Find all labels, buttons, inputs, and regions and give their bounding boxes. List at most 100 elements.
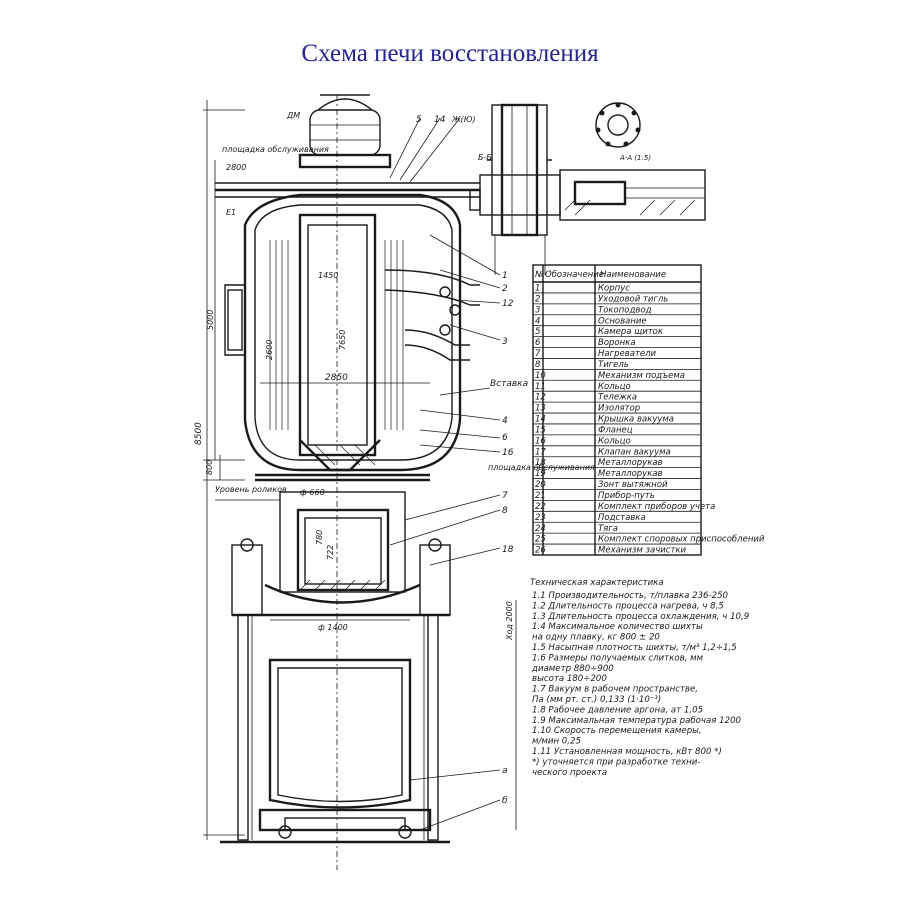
spec-line: Па (мм рт. ст.) 0,133 (1·10⁻³)	[532, 695, 661, 705]
section-bb: Б-Б	[469, 103, 561, 275]
table-cell-name: Крышка вакуума	[598, 415, 674, 425]
dim-780: 780	[315, 530, 324, 545]
spec-line: 1.2 Длительность процесса нагрева, ч 8,5	[532, 601, 724, 611]
spec-line: ческого проекта	[532, 768, 607, 778]
table-cell-name: Кольцо	[598, 382, 631, 392]
dimension-lines: 8500 800 5000 2600	[194, 100, 274, 840]
spec-line: диаметр 880÷900	[531, 664, 614, 674]
section-aa: А-А (1:5)	[559, 102, 706, 221]
table-cell-no: 1	[535, 284, 540, 294]
table-cell-no: 12	[535, 393, 546, 403]
spec-lines: 1.1 Производительность, т/плавка 236-250…	[531, 591, 749, 778]
table-cell-no: 10	[535, 371, 546, 381]
label-insert: Вставка	[490, 379, 528, 389]
crucible-chamber: ф 660 722 780 Уровень роликов 7 8 18	[215, 473, 514, 604]
table-cell-no: 16	[535, 436, 546, 446]
table-cell-no: 21	[535, 491, 546, 501]
label-service-platform-top: площадка обслуживания	[222, 145, 329, 154]
table-cell-no: 13	[535, 404, 546, 414]
callout-a: а	[502, 766, 508, 776]
callout-18: 18	[502, 545, 514, 555]
table-cell-name: Прибор-путь	[598, 491, 655, 501]
spec-line: *) уточняется при разработке техни-	[532, 757, 700, 767]
spec-line: на одну плавку, кг 800 ± 20	[532, 633, 660, 643]
table-cell-no: 5	[535, 327, 540, 337]
table-cell-name: Основание	[598, 316, 647, 326]
callout-12: 12	[502, 299, 514, 309]
table-cell-no: 26	[535, 546, 546, 556]
table-cell-name: Клапан вакуума	[598, 447, 671, 457]
callout-16: 16	[502, 448, 514, 458]
table-cell-name: Камера щиток	[598, 327, 664, 337]
callout-6: 6	[502, 433, 508, 443]
table-cell-no: 7	[535, 349, 541, 359]
callout-4: 4	[502, 416, 508, 426]
label-stroke-2000: Ход 2000	[505, 601, 514, 641]
dim-8500: 8500	[194, 422, 204, 445]
table-header-no: №	[534, 270, 544, 280]
callout-14: 14	[434, 115, 446, 125]
callout-2: 2	[502, 284, 508, 294]
dim-800: 800	[205, 460, 214, 475]
callout-8: 8	[502, 506, 508, 516]
spec-line: высота 180÷200	[532, 674, 607, 684]
table-cell-name: Механизм подъема	[598, 371, 685, 381]
label-e1: E1	[226, 208, 236, 217]
label-2800: 2800	[226, 163, 246, 172]
table-cell-no: 23	[535, 513, 546, 523]
table-cell-name: Металлорукав	[598, 469, 663, 479]
table-cell-no: 17	[535, 447, 546, 457]
table-cell-name: Тигель	[598, 360, 629, 370]
table-cell-name: Механизм зачистки	[598, 546, 687, 556]
dim-1450: 1450	[318, 271, 338, 280]
table-cell-no: 24	[535, 524, 546, 534]
table-cell-name: Тележка	[598, 393, 637, 403]
label-section-bb: Б-Б	[478, 153, 492, 162]
main-vessel: 1450 7650 2850	[224, 95, 480, 870]
table-cell-name: Тяга	[598, 524, 618, 534]
dim-722: 722	[326, 545, 335, 560]
table-cell-no: 18	[535, 458, 546, 468]
table-cell-no: 6	[535, 338, 541, 348]
table-cell-no: 19	[535, 469, 546, 479]
table-cell-name: Токоподвод	[598, 305, 652, 315]
table-cell-no: 11	[535, 382, 546, 392]
table-cell-name: Воронка	[598, 338, 636, 348]
table-cell-name: Уходовой тигль	[598, 294, 668, 304]
callout-3: 3	[502, 337, 508, 347]
table-cell-name: Кольцо	[598, 436, 631, 446]
spec-line: 1.3 Длительность процесса охлаждения, ч …	[532, 612, 749, 622]
base-cart: а б	[220, 658, 508, 844]
table-cell-no: 20	[535, 480, 546, 490]
spec-line: 1.11 Установленная мощность, кВт 800 *)	[532, 747, 722, 757]
dim-5000: 5000	[206, 310, 215, 330]
callout-1: 1	[502, 271, 508, 281]
callout-5: 5	[416, 115, 422, 125]
spec-line: 1.7 Вакуум в рабочем пространстве,	[532, 685, 698, 695]
spec-line: 1.6 Размеры получаемых слитков, мм	[532, 653, 704, 663]
lift-frame: ф 1400 Ход 2000	[231, 538, 517, 841]
callout-7: 7	[502, 491, 508, 501]
table-cell-name: Металлорукав	[598, 458, 663, 468]
table-header-name: Наименование	[600, 270, 666, 280]
label-dm: ДМ	[286, 111, 300, 120]
table-cell-no: 2	[535, 294, 540, 304]
label-roll-level: Уровень роликов	[215, 485, 287, 494]
spec-line: м/мин 0,25	[532, 737, 581, 747]
table-cell-name: Комплект приборов учета	[598, 502, 715, 512]
spec-line: 1.1 Производительность, т/плавка 236-250	[532, 591, 729, 601]
table-cell-no: 4	[535, 316, 540, 326]
specs-heading: Техническая характеристика	[530, 578, 664, 588]
spec-line: 1.8 Рабочее давление аргона, ат 1,05	[532, 705, 703, 715]
table-cell-no: 22	[535, 502, 546, 512]
dim-2600: 2600	[265, 340, 274, 360]
tech-specs: Техническая характеристика 1.1 Производи…	[530, 578, 749, 778]
table-cell-no: 15	[535, 425, 546, 435]
table-cell-name: Нагреватели	[598, 349, 657, 359]
table-cell-name: Фланец	[598, 425, 633, 435]
spec-line: 1.5 Насыпная плотность шихты, т/м³ 1,2÷1…	[532, 643, 737, 653]
table-cell-no: 14	[535, 415, 546, 425]
